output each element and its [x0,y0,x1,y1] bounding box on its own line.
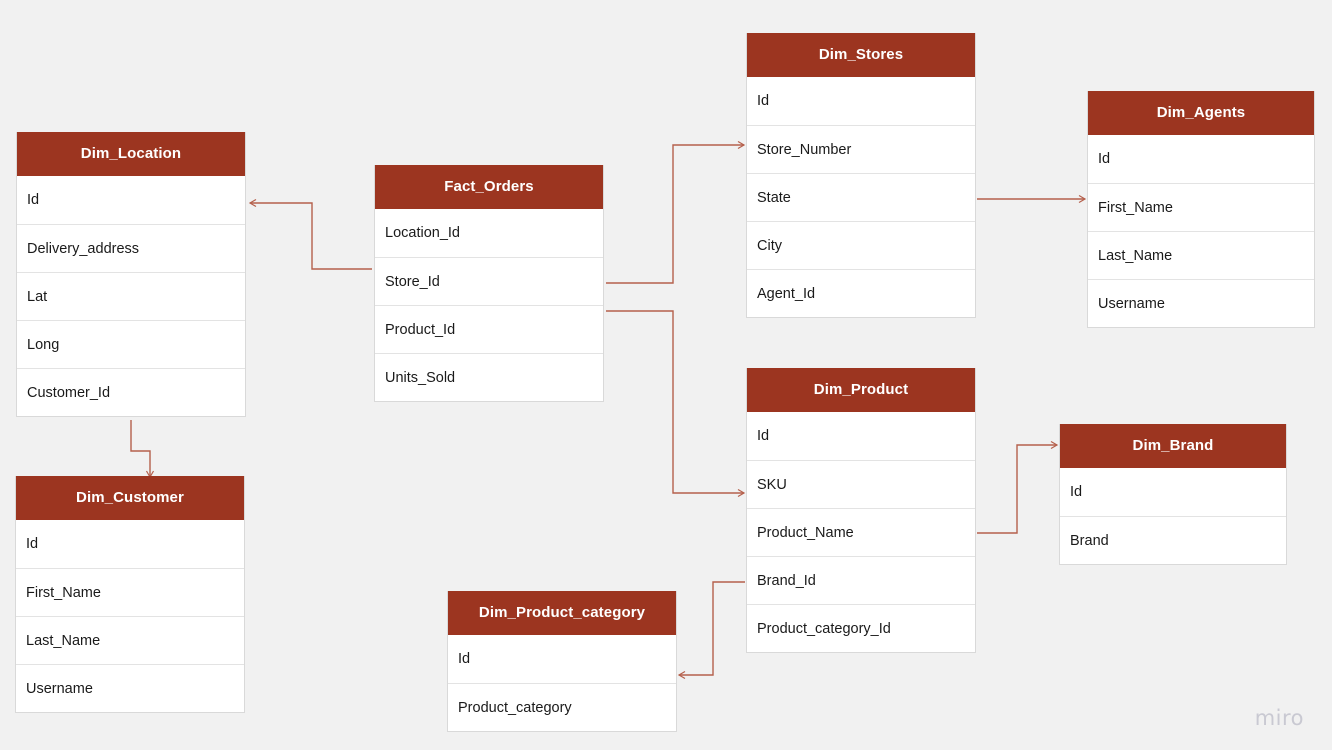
field-row[interactable]: State [747,173,975,221]
field-row[interactable]: Brand_Id [747,556,975,604]
field-row[interactable]: Id [1070,484,1083,500]
connector-arrowhead [677,670,686,680]
connector-dim_stores-to-dim_agents [977,194,1087,204]
field-row[interactable]: Store_Number [747,125,975,173]
connector-fact_orders-to-dim_location [248,198,372,270]
field-row[interactable]: Username [16,664,244,712]
field-row[interactable]: Brand [1060,516,1286,564]
field-row[interactable]: Location_Id [385,225,460,241]
field-row[interactable]: Last_Name [16,616,244,664]
field-row[interactable]: Customer_Id [17,368,245,416]
field-row[interactable]: First_Name [16,568,244,616]
entity-title-dim-customer[interactable]: Dim_Customer [16,476,244,520]
entity-title-dim-stores[interactable]: Dim_Stores [747,33,975,77]
field-row[interactable]: Store_Id [375,257,603,305]
field-row[interactable]: Product_Name [747,508,975,556]
field-row[interactable]: Product_Id [375,305,603,353]
connector-arrowhead [248,198,257,208]
entity-title-dim-brand[interactable]: Dim_Brand [1060,424,1286,468]
field-row[interactable]: Units_Sold [375,353,603,401]
field-row[interactable]: Product_category_Id [747,604,975,652]
connector-arrowhead [737,488,746,498]
connector-dim_location-to-dim_customer [130,420,155,479]
field-row[interactable]: Long [17,320,245,368]
connector-fact_orders-to-dim_product [606,310,746,498]
field-row[interactable]: Id [1098,151,1111,167]
field-row[interactable]: City [747,221,975,269]
connector-arrowhead [1050,440,1059,450]
entity-title-dim-location[interactable]: Dim_Location [17,132,245,176]
field-row[interactable]: First_Name [1088,183,1314,231]
entity-title-dim-product[interactable]: Dim_Product [747,368,975,412]
entity-title-dim-agents[interactable]: Dim_Agents [1088,91,1314,135]
field-row[interactable]: Product_category [448,683,676,731]
field-row[interactable]: Id [27,192,40,208]
field-row[interactable]: Delivery_address [17,224,245,272]
field-row[interactable]: Id [757,428,770,444]
field-row[interactable]: Lat [17,272,245,320]
field-row[interactable]: Username [1088,279,1314,327]
field-row[interactable]: Id [26,536,39,552]
miro-watermark: miro [1254,706,1304,730]
connector-arrowhead [1078,194,1087,204]
connector-dim_product-to-dim_brand [977,440,1059,534]
field-row[interactable]: SKU [747,460,975,508]
field-row[interactable]: Agent_Id [747,269,975,317]
connector-arrowhead [737,140,746,150]
entity-title-dim-product-category[interactable]: Dim_Product_category [448,591,676,635]
connector-dim_product-to-dim_product_category [677,581,745,680]
connector-fact_orders-to-dim_stores [606,140,746,284]
entity-title-fact-orders[interactable]: Fact_Orders [375,165,603,209]
field-row[interactable]: Id [458,651,471,667]
field-row[interactable]: Last_Name [1088,231,1314,279]
field-row[interactable]: Id [757,93,770,109]
